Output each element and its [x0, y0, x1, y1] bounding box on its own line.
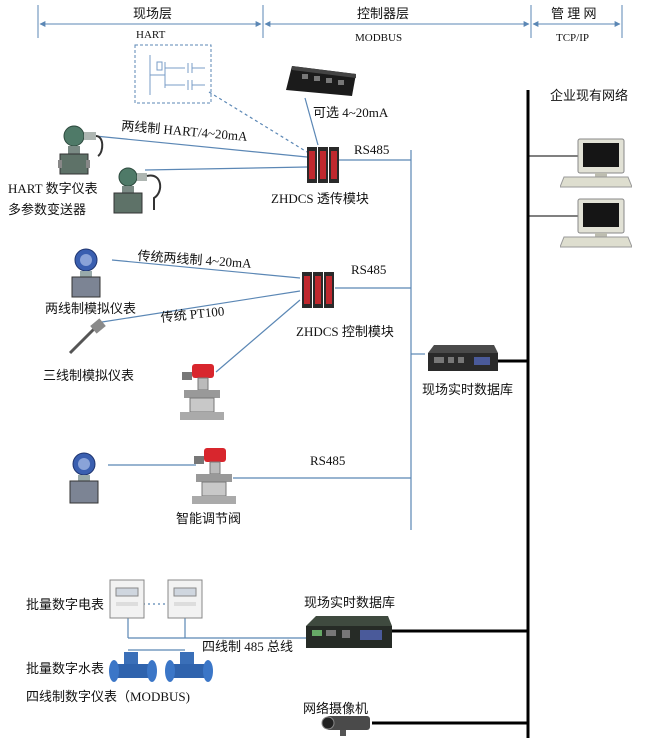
- hart-wiring-symbol-box: [134, 44, 212, 104]
- power-meter-2-icon: [167, 579, 203, 619]
- hart-line: [94, 135, 308, 158]
- zhdcs-control-label: ZHDCS 控制模块: [296, 324, 394, 339]
- control-layer-title: 控制器层: [357, 6, 410, 21]
- hart-transmitter-icon: [58, 125, 104, 175]
- network-camera-label: 网络摄像机: [303, 701, 369, 716]
- zhdcs-transparent-label: ZHDCS 透传模块: [271, 191, 369, 206]
- field-rt-db-label-1: 现场实时数据库: [422, 382, 514, 397]
- water-meter-2-icon: [165, 652, 213, 682]
- optional-4-20ma-label: 可选 4~20mA: [313, 105, 389, 120]
- analog-two-wire-line: [111, 259, 301, 279]
- smart-valve-icon: [192, 448, 236, 504]
- management-layer-title: 管 理 网: [551, 6, 597, 21]
- control-valve-icon: [180, 364, 224, 420]
- multi-param-label: 多参数变送器: [8, 202, 87, 217]
- valve-control-line: [215, 299, 301, 373]
- smart-transmitter-icon: [69, 452, 99, 504]
- four-wire-digital-label: 四线制数字仪表（MODBUS): [26, 689, 190, 704]
- rs485-label-2: RS485: [351, 262, 387, 277]
- management-layer-protocol: TCP/IP: [556, 32, 590, 44]
- three-wire-analog-label: 三线制模拟仪表: [43, 368, 135, 383]
- multi-param-line: [144, 166, 308, 171]
- optional-dotted-line: [208, 91, 308, 153]
- optional-module-line: [304, 97, 319, 146]
- field-rt-db-label-2: 现场实时数据库: [304, 595, 396, 610]
- smart-valve-label: 智能调节阀: [176, 511, 242, 526]
- two-wire-analog-transmitter-icon: [71, 248, 101, 298]
- field-realtime-db-box-1-icon: [428, 345, 498, 371]
- enterprise-network-label: 企业现有网络: [550, 88, 629, 103]
- optional-io-module-icon: [286, 66, 356, 96]
- control-layer-protocol: MODBUS: [355, 32, 403, 44]
- pt100-line: [101, 290, 301, 323]
- power-meter-1-icon: [109, 579, 145, 619]
- layer-header: [37, 5, 623, 38]
- field-layer-title: 现场层: [133, 6, 173, 21]
- batch-water-meter-label: 批量数字水表: [26, 661, 105, 676]
- water-meter-1-icon: [109, 652, 157, 682]
- batch-power-meter-label: 批量数字电表: [26, 597, 105, 612]
- enterprise-pc-2-icon: [560, 198, 632, 248]
- field-layer-protocol: HART: [136, 29, 166, 41]
- network-camera-icon: [321, 716, 370, 736]
- two-wire-analog-label: 两线制模拟仪表: [45, 301, 137, 316]
- zhdcs-control-module-icon: [302, 272, 334, 308]
- rs485-label-3: RS485: [310, 453, 346, 468]
- four-wire-485-label: 四线制 485 总线: [202, 639, 294, 654]
- multi-param-transmitter-icon: [113, 167, 162, 214]
- pt100-probe-icon: [68, 318, 106, 355]
- rs485-label-1: RS485: [354, 142, 390, 157]
- field-realtime-db-box-2-icon: [306, 616, 392, 648]
- enterprise-pc-1-icon: [560, 138, 632, 188]
- zhdcs-transparent-module-icon: [307, 147, 339, 183]
- rs485-bus: [233, 150, 425, 530]
- hart-meter-label: HART 数字仪表: [8, 181, 98, 196]
